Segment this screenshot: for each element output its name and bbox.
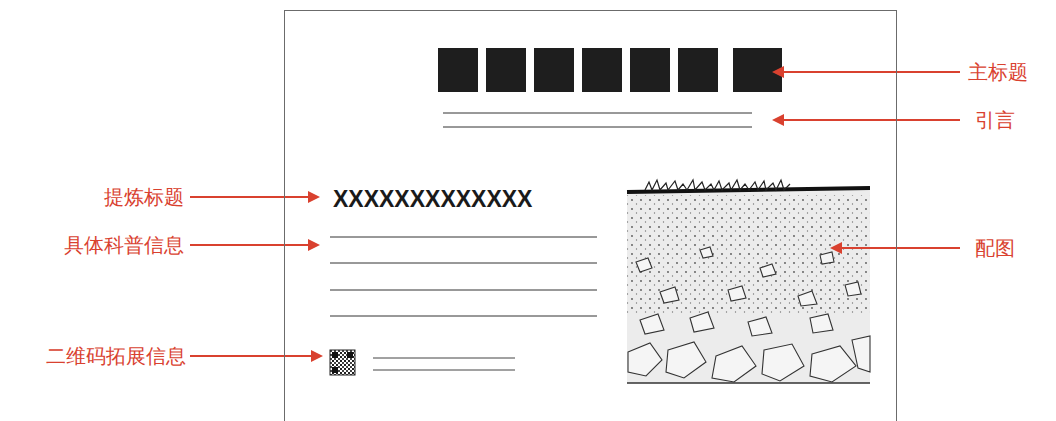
main-title-label: 主标题	[968, 62, 1028, 82]
refined-title-placeholder: XXXXXXXXXXXXX	[333, 188, 532, 211]
qr-info-label: 二维码拓展信息	[46, 346, 186, 366]
refined-title-label: 提炼标题	[104, 187, 184, 207]
illustration-label: 配图	[975, 238, 1015, 258]
leader-arrows	[190, 72, 960, 356]
sign-card: XXXXXXXXXXXXX	[284, 10, 897, 421]
soil-illustration	[627, 180, 870, 383]
intro-label: 引言	[975, 110, 1015, 130]
qr-code	[330, 350, 515, 375]
intro-lines	[443, 113, 752, 127]
science-info-label: 具体科普信息	[64, 235, 184, 255]
title-blocks	[438, 48, 782, 92]
body-lines	[330, 237, 597, 316]
